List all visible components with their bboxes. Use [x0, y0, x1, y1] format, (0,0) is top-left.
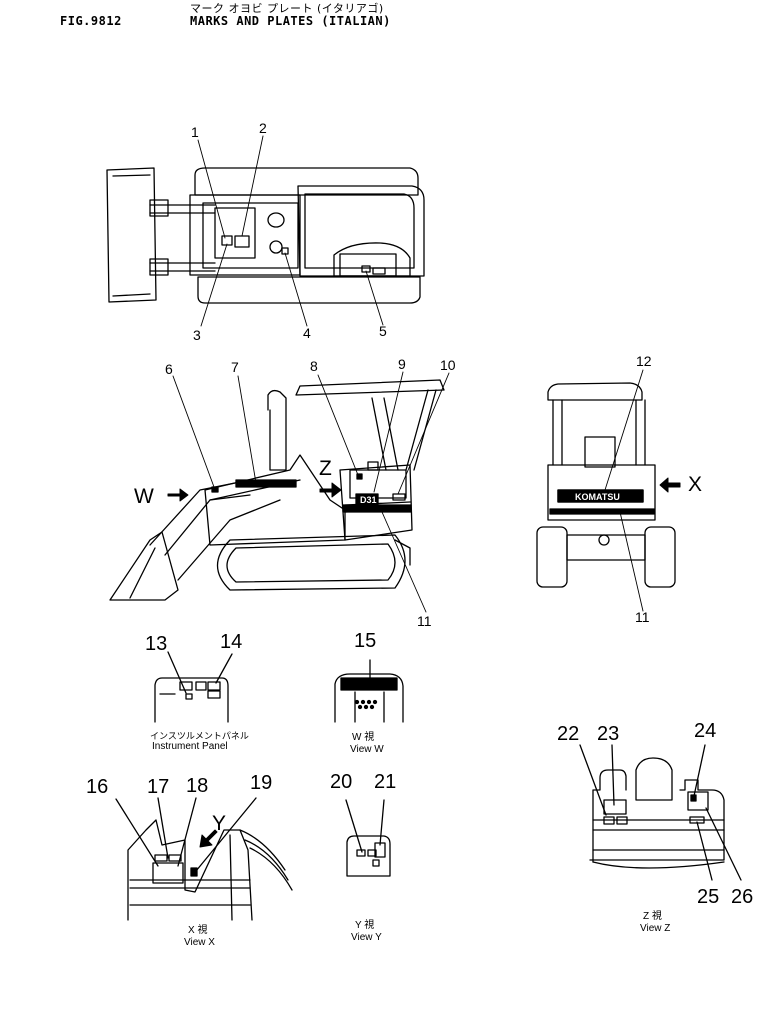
- view-y-label: Y: [212, 812, 227, 835]
- view-w-caption: View W: [350, 744, 384, 755]
- view-x-caption: View X: [184, 937, 215, 948]
- instrument-panel-drawing: [154, 651, 233, 723]
- callout-24: 24: [694, 720, 717, 742]
- instrument-caption: Instrument Panel: [152, 741, 228, 752]
- top-view-leaders: [197, 135, 384, 327]
- view-z-drawing: [579, 744, 742, 881]
- rear-brand-text: KOMATSU: [575, 492, 620, 502]
- rear-stripe-11: [549, 508, 655, 515]
- callout-9: 9: [398, 356, 406, 372]
- view-z-caption-jp: Z 視: [643, 911, 662, 922]
- rear-view-drawing: [536, 382, 676, 588]
- callout-2: 2: [259, 120, 267, 136]
- callout-1: 1: [191, 124, 199, 140]
- view-w-drawing: [334, 659, 404, 723]
- view-w-arrow: [167, 488, 189, 502]
- callout-22: 22: [557, 723, 580, 745]
- figure-number: FIG.9812: [60, 14, 122, 28]
- view-z-label: Z: [319, 457, 332, 480]
- instrument-caption-jp: インスツルメントパネル: [150, 731, 249, 741]
- callout-26: 26: [731, 886, 754, 908]
- callout-18: 18: [186, 775, 209, 797]
- rear-brand-plate: [557, 489, 644, 503]
- callout-11-rear: 11: [635, 609, 650, 625]
- view-x-caption-jp: X 視: [188, 925, 208, 936]
- side-decal-10: [392, 493, 406, 501]
- model-plate-text: D31: [360, 495, 377, 505]
- callout-3: 3: [193, 327, 201, 343]
- callout-5: 5: [379, 323, 387, 339]
- view-x-drawing: [115, 797, 293, 921]
- side-decal-8: [356, 473, 363, 480]
- side-decal-7: [235, 479, 297, 488]
- view-x-arrow: [659, 477, 681, 493]
- callout-21: 21: [374, 771, 397, 793]
- view-y-arrow: [199, 829, 218, 848]
- callout-17: 17: [147, 776, 170, 798]
- view-x-label: X: [688, 473, 703, 496]
- view-w-caption-jp: W 視: [352, 732, 375, 743]
- view-w-label: W: [134, 485, 154, 508]
- callout-19: 19: [250, 772, 273, 794]
- callout-8: 8: [310, 358, 318, 374]
- view-y-drawing: [345, 799, 391, 877]
- model-plate-9: [355, 493, 379, 505]
- callout-16: 16: [86, 776, 109, 798]
- callout-20: 20: [330, 771, 353, 793]
- view-z-arrow: [319, 482, 342, 498]
- callout-13: 13: [145, 633, 168, 655]
- callout-12: 12: [636, 353, 652, 369]
- side-view-leaders: [172, 371, 450, 613]
- figure-title: MARKS AND PLATES (ITALIAN): [190, 14, 391, 28]
- callout-15: 15: [354, 630, 377, 652]
- callout-11-side: 11: [417, 613, 432, 629]
- callout-25: 25: [697, 886, 720, 908]
- view-z-caption: View Z: [640, 923, 671, 934]
- title-japanese: マーク オヨビ プレート (イタリアゴ): [190, 2, 384, 15]
- side-decal-6: [211, 486, 219, 493]
- view-y-caption: View Y: [351, 932, 382, 943]
- rear-view-leaders: [604, 369, 644, 612]
- callout-4: 4: [303, 325, 311, 341]
- callout-14: 14: [220, 631, 243, 653]
- callout-7: 7: [231, 359, 239, 375]
- side-decal-11: [342, 504, 412, 513]
- callout-6: 6: [165, 361, 173, 377]
- view-y-caption-jp: Y 視: [355, 920, 375, 931]
- side-view-drawing: [109, 379, 445, 601]
- top-view-drawing: [106, 167, 425, 304]
- callout-23: 23: [597, 723, 620, 745]
- callout-10: 10: [440, 357, 456, 373]
